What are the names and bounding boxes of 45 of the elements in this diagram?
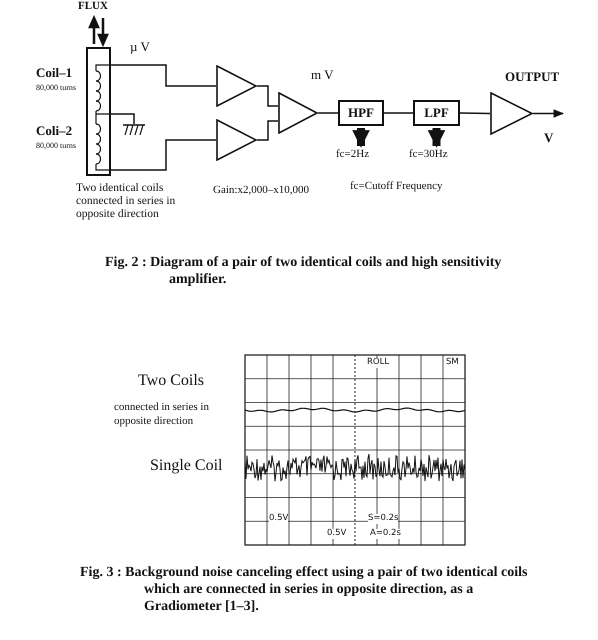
figure-caption: Fig. 3 : Background noise canceling effect using a pair of two identical coils which are connected in series in opposite direction, as a Gradiometer [1–3]. xyxy=(80,565,528,616)
node-caption: Coli–2 xyxy=(36,124,72,139)
node-caption: Coil–1 xyxy=(36,66,72,81)
amplifier-triangle xyxy=(216,119,257,161)
wire xyxy=(111,113,135,124)
scope-readout: 0.5V xyxy=(269,514,288,524)
amplifier-triangle xyxy=(216,65,257,107)
filter-box xyxy=(338,100,384,126)
wire xyxy=(460,112,490,114)
wire xyxy=(384,112,413,114)
wire xyxy=(257,120,278,141)
legend-note: fc=Cutoff Frequency xyxy=(350,180,442,193)
filter-label: HPF xyxy=(348,105,374,121)
output-arrow xyxy=(428,128,446,148)
cutoff-label: fc=30Hz xyxy=(409,147,465,161)
filter-box xyxy=(413,100,460,126)
filter-label: LPF xyxy=(424,105,449,121)
wire xyxy=(111,64,216,87)
scope-readout: 0.5V xyxy=(327,529,346,539)
figure-caption: Fig. 2 : Diagram of a pair of two identical coils and high sensitivity amplifier. xyxy=(105,255,502,289)
node-caption: 80,000 turns xyxy=(36,141,76,150)
wire xyxy=(111,139,216,171)
flux-label: FLUX xyxy=(78,0,108,13)
node-caption: Two identical coils connected in series in opposite direction xyxy=(76,182,176,222)
wire xyxy=(257,85,278,107)
output-arrow xyxy=(533,109,564,118)
gain-note: Gain:x2,000–x10,000 xyxy=(213,184,309,197)
node-caption: 80,000 turns xyxy=(36,83,76,92)
signal-level-label: V xyxy=(544,131,554,146)
node-caption: OUTPUT xyxy=(505,70,560,85)
output-arrow xyxy=(352,128,370,148)
signal-level-label: m V xyxy=(311,68,334,83)
ground-symbol xyxy=(122,124,146,136)
coil-core-box xyxy=(86,47,111,176)
amplifier-triangle xyxy=(278,92,318,134)
cutoff-label: fc=2Hz xyxy=(336,147,386,161)
signal-level-label: µ V xyxy=(130,40,150,55)
wire xyxy=(318,112,338,114)
scope-readout: S=0.2s xyxy=(368,514,398,524)
trace-label: Two Coils xyxy=(138,372,204,390)
scope-readout: A=0.2s xyxy=(370,529,401,539)
trace-label: Single Coil xyxy=(150,457,222,476)
trace-note: connected in series in opposite direction xyxy=(114,400,210,429)
amplifier-triangle xyxy=(490,92,533,135)
scope-readout: ROLL xyxy=(367,358,390,368)
